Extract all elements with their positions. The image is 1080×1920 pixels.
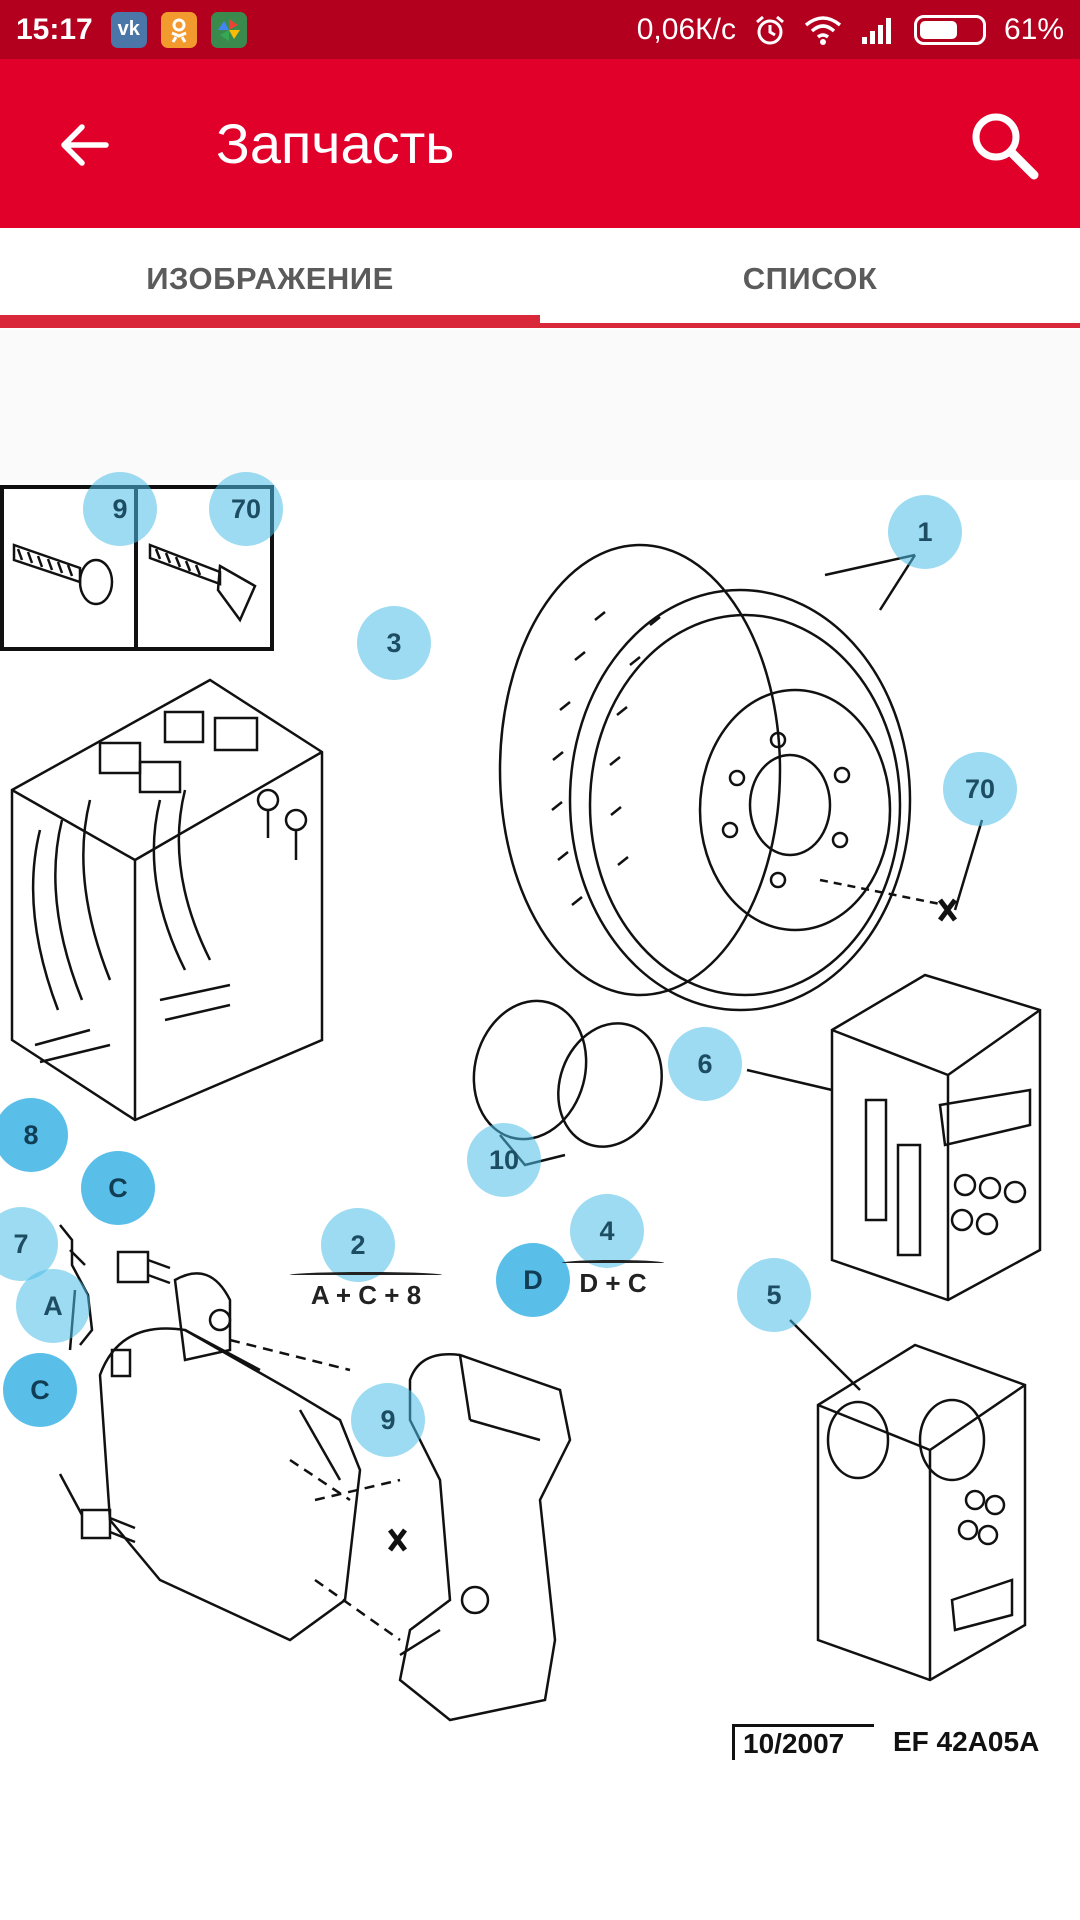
callout-a-caliper[interactable]: A bbox=[16, 1269, 90, 1343]
ok-icon bbox=[160, 11, 197, 48]
alarm-icon bbox=[754, 14, 786, 46]
network-speed: 0,06К/с bbox=[636, 12, 736, 46]
callout-70-screw[interactable]: 70 bbox=[209, 472, 283, 546]
battery-level: 61% bbox=[1003, 12, 1064, 46]
callout-d-bracket[interactable]: D bbox=[496, 1243, 570, 1317]
reference-code: EF 42A05A bbox=[893, 1726, 1040, 1757]
search-icon[interactable] bbox=[968, 109, 1040, 181]
tab-indicator-active bbox=[0, 315, 540, 328]
callout-2-caliper[interactable]: 2 bbox=[321, 1208, 395, 1282]
screw-70-box bbox=[134, 485, 274, 651]
tab-image[interactable]: ИЗОБРАЖЕНИЕ bbox=[146, 261, 394, 296]
status-bar: 15:17 vk 0,06К/с 61% bbox=[0, 0, 1080, 59]
app-bar: Запчасть bbox=[0, 59, 1080, 228]
tab-list[interactable]: СПИСОК bbox=[742, 261, 878, 296]
callout-6-guide-pins[interactable]: 6 bbox=[668, 1027, 742, 1101]
screw-9-icon bbox=[12, 543, 114, 606]
callout-c-bolt[interactable]: C bbox=[81, 1151, 155, 1225]
callout-7-bleeder[interactable]: 7 bbox=[0, 1207, 58, 1281]
callout-1-disc[interactable]: 1 bbox=[888, 495, 962, 569]
back-arrow-icon[interactable] bbox=[56, 117, 112, 173]
callout-3-pads[interactable]: 3 bbox=[357, 606, 431, 680]
status-time: 15:17 bbox=[16, 12, 93, 46]
diagram-top-shade bbox=[0, 330, 1080, 480]
wifi-icon bbox=[804, 15, 842, 45]
screw-70-icon bbox=[148, 543, 257, 623]
callout-9-screw[interactable]: 9 bbox=[83, 472, 157, 546]
tab-bar: ИЗОБРАЖЕНИЕ СПИСОК bbox=[0, 228, 1080, 330]
callout-8-bolt[interactable]: 8 bbox=[0, 1098, 68, 1172]
equation-2: A + C + 8 bbox=[290, 1272, 442, 1311]
parts-diagram[interactable]: 9 70 1 3 70 6 10 8 C 7 2 4 D 5 A C 9 A +… bbox=[0, 330, 1080, 1920]
tab-indicator-line bbox=[540, 323, 1080, 328]
battery-fill bbox=[919, 20, 957, 39]
brake-disc bbox=[498, 543, 984, 1012]
pinwheel-icon bbox=[210, 11, 247, 48]
callout-5-seals[interactable]: 5 bbox=[737, 1258, 811, 1332]
guide-pin-kit bbox=[746, 973, 1042, 1302]
pad-kit-box bbox=[10, 678, 324, 1122]
callout-9-screw-mid[interactable]: 9 bbox=[351, 1383, 425, 1457]
page-title: Запчасть bbox=[216, 112, 455, 175]
equation-4: D + C bbox=[562, 1260, 664, 1299]
callout-4-bracket[interactable]: 4 bbox=[570, 1194, 644, 1268]
battery-icon bbox=[913, 14, 986, 45]
diagram-drawing bbox=[0, 485, 1042, 1722]
callout-c-bolt-lower[interactable]: C bbox=[3, 1353, 77, 1427]
signal-icon bbox=[860, 15, 896, 45]
vk-icon: vk bbox=[110, 11, 147, 48]
callout-70-disc[interactable]: 70 bbox=[943, 752, 1017, 826]
caliper-assembly bbox=[58, 1224, 572, 1722]
reference-date: 10/2007 bbox=[732, 1724, 874, 1760]
status-left: 15:17 vk bbox=[16, 11, 247, 48]
callout-10-clips[interactable]: 10 bbox=[467, 1123, 541, 1197]
status-right: 0,06К/с 61% bbox=[637, 13, 1064, 47]
seal-kit bbox=[789, 1319, 1027, 1682]
